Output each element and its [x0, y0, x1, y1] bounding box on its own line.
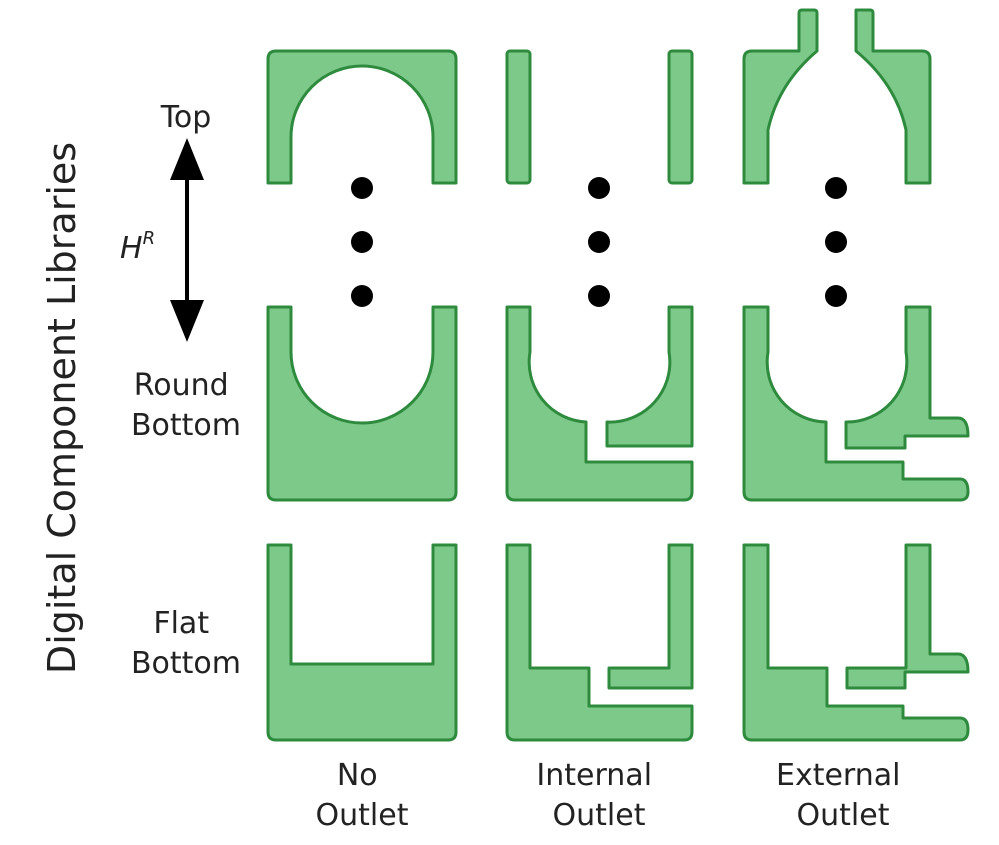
- internal-outlet-round-bottom-arm: [605, 305, 694, 448]
- internal-outlet-top-right-wall: [667, 49, 694, 185]
- no-outlet-round-bottom-part: [266, 305, 458, 502]
- dot: [825, 231, 847, 253]
- external-outlet-round-bottom-main: [742, 305, 970, 502]
- internal-outlet-flat-bottom-arm: [607, 543, 694, 690]
- external-outlet-flat-bottom-arm: [845, 543, 970, 690]
- dot: [825, 285, 847, 307]
- dot: [588, 177, 610, 199]
- double-arrow-icon: [170, 138, 204, 342]
- height-superscript: R: [143, 228, 156, 249]
- external-outlet-top-left-part: [742, 8, 819, 185]
- dot: [351, 231, 373, 253]
- external-outlet-round-bottom-arm: [844, 305, 970, 450]
- no-outlet-top-part: [266, 49, 458, 185]
- label-round-bottom: Round Bottom: [131, 368, 241, 443]
- dot: [588, 231, 610, 253]
- dot: [351, 177, 373, 199]
- label-internal-outlet: Internal Outlet: [536, 758, 661, 833]
- label-external-outlet: External Outlet: [776, 758, 910, 833]
- internal-outlet-line1: Internal: [536, 758, 652, 793]
- height-symbol: H: [120, 231, 143, 266]
- label-round-line2: Bottom: [131, 408, 241, 443]
- internal-outlet-flat-bottom-main: [505, 543, 694, 742]
- external-outlet-line2: Outlet: [797, 798, 890, 833]
- external-outlet-flat-bottom-main: [742, 543, 970, 742]
- label-flat-bottom: Flat Bottom: [131, 606, 241, 681]
- dot: [588, 285, 610, 307]
- external-outlet-line1: External: [776, 758, 900, 793]
- label-top: Top: [160, 100, 212, 135]
- no-outlet-line2: Outlet: [316, 798, 409, 833]
- label-flat-line2: Bottom: [131, 646, 241, 681]
- external-outlet-top-right-part: [854, 8, 932, 185]
- label-height: HR: [120, 228, 155, 266]
- dot: [351, 285, 373, 307]
- no-outlet-line1: No: [337, 758, 378, 793]
- no-outlet-flat-bottom-part: [266, 543, 458, 742]
- ellipsis-dots-icon: [351, 177, 847, 307]
- label-flat-line1: Flat: [153, 606, 209, 641]
- label-no-outlet: No Outlet: [316, 758, 409, 833]
- dot: [825, 177, 847, 199]
- internal-outlet-round-bottom-main: [505, 305, 694, 502]
- internal-outlet-line2: Outlet: [553, 798, 646, 833]
- label-round-line1: Round: [134, 368, 229, 403]
- side-title: Digital Component Libraries: [40, 142, 84, 674]
- internal-outlet-top-left-wall: [505, 49, 532, 185]
